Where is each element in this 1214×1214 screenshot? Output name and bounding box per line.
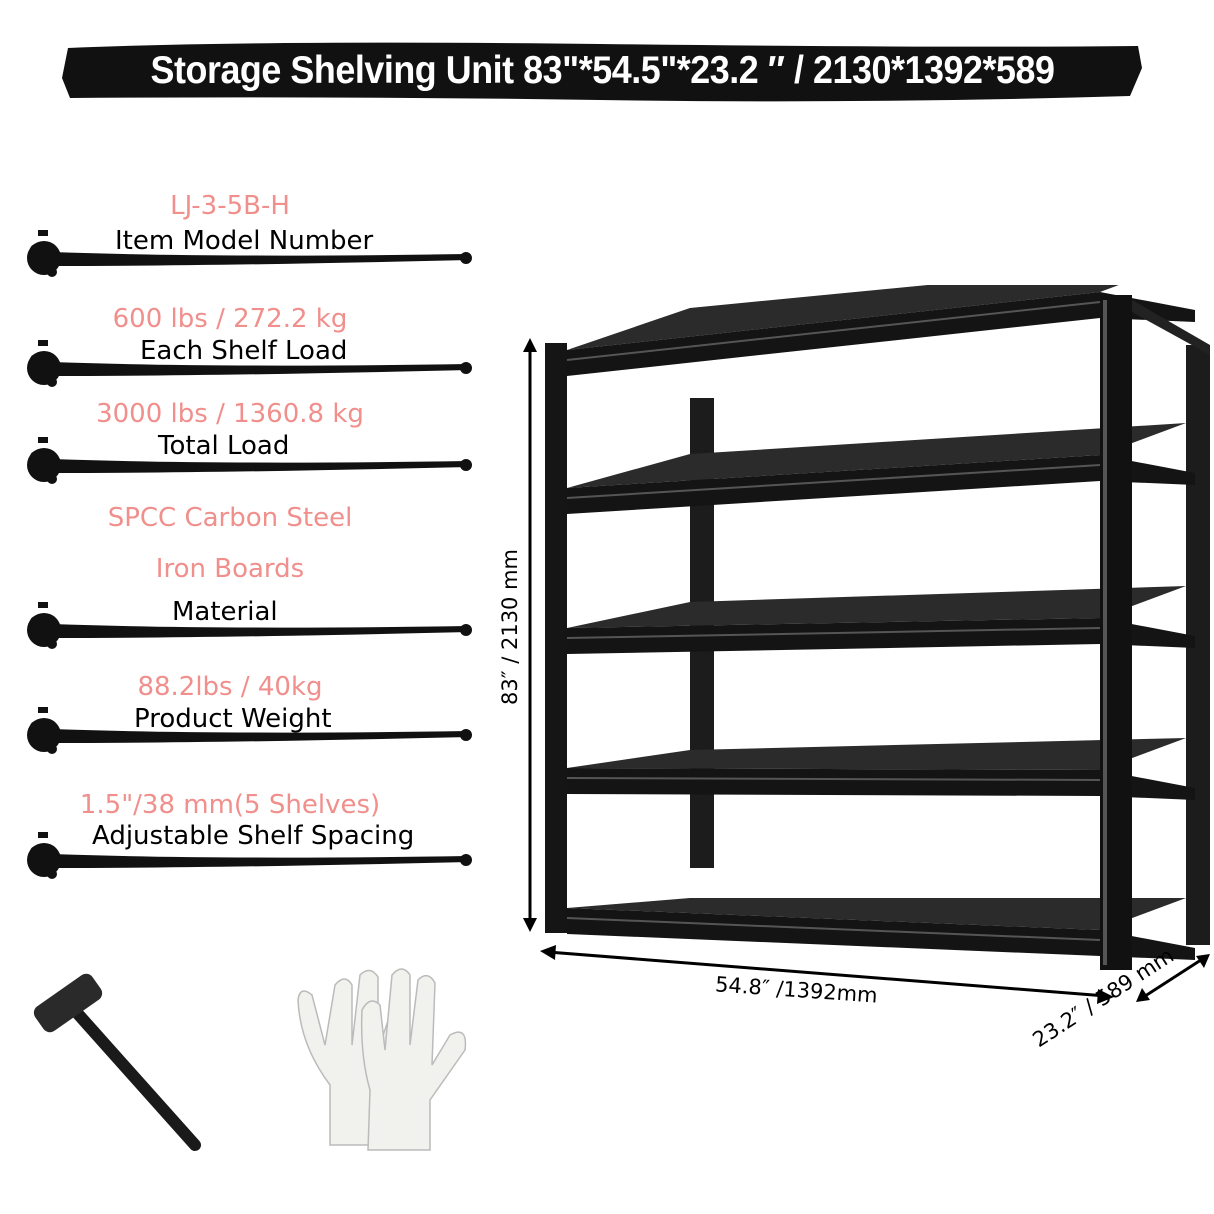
height-dimension-label: 83″ / 2130 mm	[498, 548, 522, 706]
spec-value: 3000 lbs / 1360.8 kg	[96, 399, 364, 429]
ink-brush-stroke	[27, 602, 472, 649]
shelf-5	[566, 898, 1195, 960]
depth-arrow	[1141, 956, 1205, 1000]
shelf-4	[566, 738, 1195, 800]
spec-label: Each Shelf Load	[140, 336, 348, 366]
front-left-post	[545, 343, 567, 933]
spec-value: Iron Boards	[155, 554, 305, 584]
width-arrow	[547, 950, 1107, 998]
title-banner: Storage Shelving Unit 83"*54.5"*23.2 ″ /…	[60, 38, 1145, 106]
shelf-1	[566, 285, 1195, 376]
spec-label: Material	[172, 597, 278, 627]
shelf-2	[566, 423, 1195, 514]
spec-label: Adjustable Shelf Spacing	[92, 821, 415, 851]
spec-value: SPCC Carbon Steel	[107, 503, 353, 533]
spec-value: LJ-3-5B-H	[170, 191, 290, 221]
page-title: Storage Shelving Unit 83"*54.5"*23.2 ″ /…	[150, 49, 1055, 92]
gloves-icon	[297, 968, 467, 1151]
spec-value: 1.5"/38 mm(5 Shelves)	[79, 790, 381, 820]
spec-value: 600 lbs / 272.2 kg	[112, 304, 348, 334]
spec-label: Product Weight	[134, 704, 332, 734]
hammer-icon	[33, 973, 201, 1151]
shelving-unit-image	[523, 285, 1210, 1004]
shelf-3	[566, 586, 1195, 654]
ink-brush-stroke	[27, 437, 472, 484]
brush-stroke-background	[62, 42, 1142, 102]
ink-brush-stroke	[27, 832, 472, 879]
spec-value: 88.2lbs / 40kg	[137, 672, 323, 702]
ink-brush-stroke	[27, 707, 472, 754]
ink-brush-stroke	[27, 230, 472, 277]
spec-label: Item Model Number	[115, 226, 374, 256]
spec-label: Total Load	[158, 431, 290, 461]
ink-brush-stroke	[27, 340, 472, 387]
